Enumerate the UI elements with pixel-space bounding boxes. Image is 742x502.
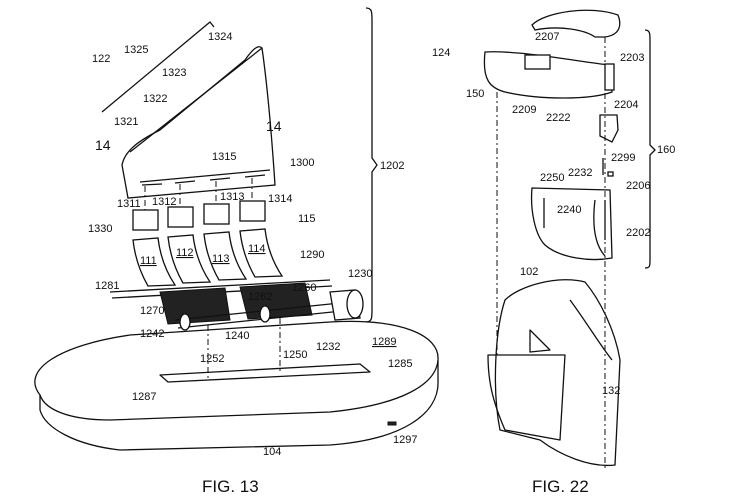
upper-top-edge-1325 [129,47,263,153]
label-1311: 1311 [117,198,141,210]
dash-lines-fig22 [496,37,606,470]
label-1321: 1321 [114,116,138,128]
section-label-14-left: 14 [95,137,111,153]
label-1313: 1313 [220,191,244,203]
upper-1300 [121,46,276,199]
sole-slot-1285 [159,363,371,383]
fig22-caption: FIG. 22 [532,477,589,496]
label-1322: 1322 [143,93,167,105]
fig13-caption: FIG. 13 [202,477,259,496]
sole-side-wall [39,360,439,451]
label-1262: 1262 [248,291,272,303]
label-1324: 1324 [208,31,232,43]
bracket-1202 [365,7,378,323]
label-1323: 1323 [162,67,186,79]
label-2202: 2202 [626,227,650,239]
part-2203 [604,63,615,91]
label-2203: 2203 [620,52,644,64]
heel-cap [531,9,621,38]
contacts-1311-1314 [141,174,266,186]
heel-132 [487,354,566,441]
label-2204: 2204 [614,99,638,111]
fig22-drawing: 124 2207 2203 150 2209 2204 2222 2299 22… [432,9,675,496]
label-122: 122 [92,53,110,65]
label-124: 124 [432,47,450,59]
label-1314: 1314 [268,193,292,205]
label-2207: 2207 [535,31,559,43]
section-label-14-right: 14 [266,118,282,134]
label-102: 102 [520,266,538,278]
label-1240: 1240 [225,330,249,342]
label-1300: 1300 [290,157,314,169]
label-1230: 1230 [348,268,372,280]
label-1290: 1290 [300,249,324,261]
label-2250: 2250 [540,172,564,184]
label-2206: 2206 [626,180,650,192]
label-1260: 1260 [292,282,316,294]
label-1250: 1250 [283,349,307,361]
part-2202 [593,199,606,257]
label-1312: 1312 [152,196,176,208]
bracket-1315-line [139,169,271,183]
label-1315: 1315 [212,151,236,163]
part-2299 [607,171,614,177]
label-111: 111 [140,255,157,267]
label-132: 132 [602,385,620,397]
heel-counter-2240 [530,187,613,261]
label-1242: 1242 [140,328,164,340]
label-112: 112 [176,247,194,259]
rollers-1240-1250 [159,282,343,331]
label-1285: 1285 [388,358,412,370]
motor-1230 [329,289,364,321]
label-114: 114 [248,243,266,255]
label-1270: 1270 [140,305,164,317]
label-1287: 1287 [132,391,156,403]
port-1297 [387,421,397,426]
label-115: 115 [298,213,316,225]
modules-1330 [132,200,266,231]
label-2222: 2222 [546,112,570,124]
dash-lines-fig13 [144,178,281,378]
label-1297: 1297 [393,434,417,446]
bracket-1325 [101,21,215,113]
label-2299: 2299 [611,152,635,164]
label-2209: 2209 [512,104,536,116]
strips-111-114 [132,228,284,287]
bracket-160 [644,29,656,269]
shoe-details [529,299,613,361]
label-2240: 2240 [557,204,581,216]
part-2204 [599,114,619,143]
part-2207 [524,54,551,70]
label-104: 104 [263,446,281,458]
shoe-body-102 [494,279,621,467]
label-1202: 1202 [380,160,404,172]
label-1289: 1289 [372,336,396,348]
label-160: 160 [657,144,675,156]
label-1330: 1330 [88,223,112,235]
label-1325: 1325 [124,44,148,56]
fig13-drawing: 122 1325 1324 1323 1322 1321 14 14 1315 … [34,7,439,496]
label-1252: 1252 [200,353,224,365]
label-113: 113 [212,253,230,265]
label-1281: 1281 [95,280,119,292]
label-150: 150 [466,88,484,100]
label-1232: 1232 [316,341,340,353]
label-2232: 2232 [568,167,592,179]
